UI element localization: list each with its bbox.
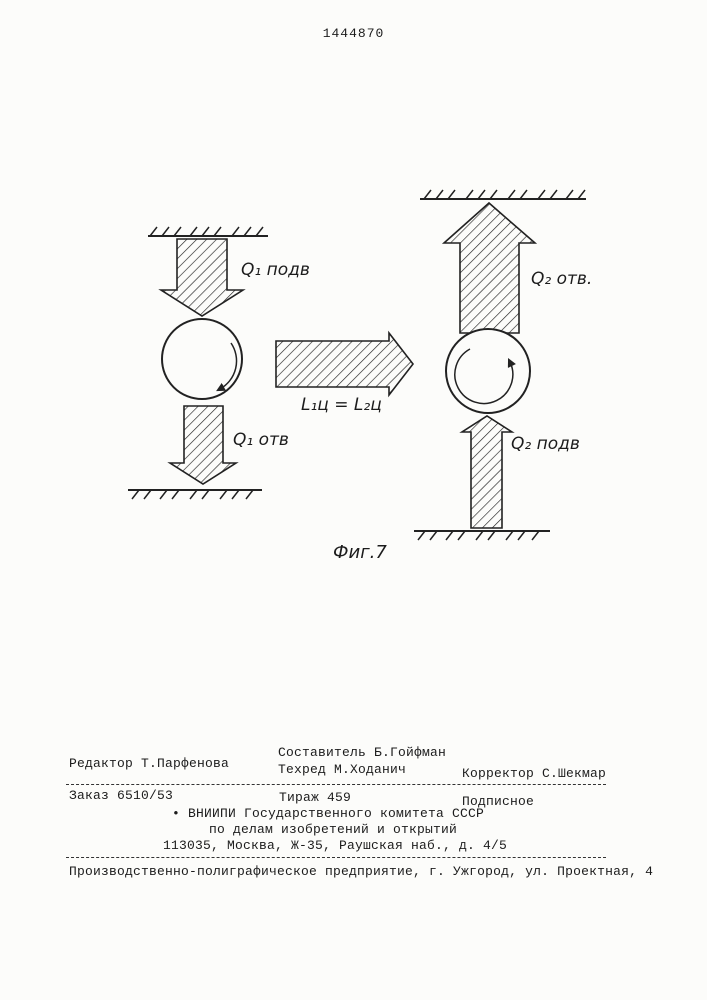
techred: Техред М.Ходанич (278, 762, 406, 777)
compiler: Составитель Б.Гойфман (278, 745, 446, 760)
q2-supply-arrow (462, 416, 512, 528)
label-q1-removal: Q₁ отв (233, 430, 289, 450)
label-q1-supply: Q₁ подв (241, 260, 310, 280)
address: 113035, Москва, Ж-35, Раушская наб., д. … (163, 838, 507, 853)
label-equality: L₁ц = L₂ц (301, 395, 382, 415)
divider-top (66, 784, 606, 785)
divider-bottom (66, 857, 606, 858)
left-bottom-ground (128, 490, 262, 499)
figure-caption: Фиг.7 (333, 542, 387, 563)
right-top-ground (420, 190, 586, 199)
transition-arrow (276, 333, 413, 395)
editor: Редактор Т.Парфенова (69, 756, 229, 771)
circulation: Тираж 459 (279, 790, 351, 805)
org-line-1: • ВНИИПИ Государственного комитета СССР (172, 806, 484, 821)
q2-removal-arrow (444, 203, 535, 333)
right-rotating-body (446, 329, 530, 413)
corrector: Корректор С.Шекмар (462, 766, 606, 781)
org-line-2: по делам изобретений и открытий (209, 822, 457, 837)
right-bottom-ground (414, 531, 550, 540)
label-q2-supply: Q₂ подв (511, 434, 580, 454)
left-top-ground (148, 227, 268, 236)
label-q2-removal: Q₂ отв. (531, 269, 592, 289)
printer: Производственно-полиграфическое предприя… (69, 864, 653, 879)
left-rotating-body (162, 319, 242, 399)
q1-supply-arrow (161, 239, 243, 316)
order-number: Заказ 6510/53 (69, 788, 173, 803)
q1-removal-arrow (170, 406, 236, 484)
